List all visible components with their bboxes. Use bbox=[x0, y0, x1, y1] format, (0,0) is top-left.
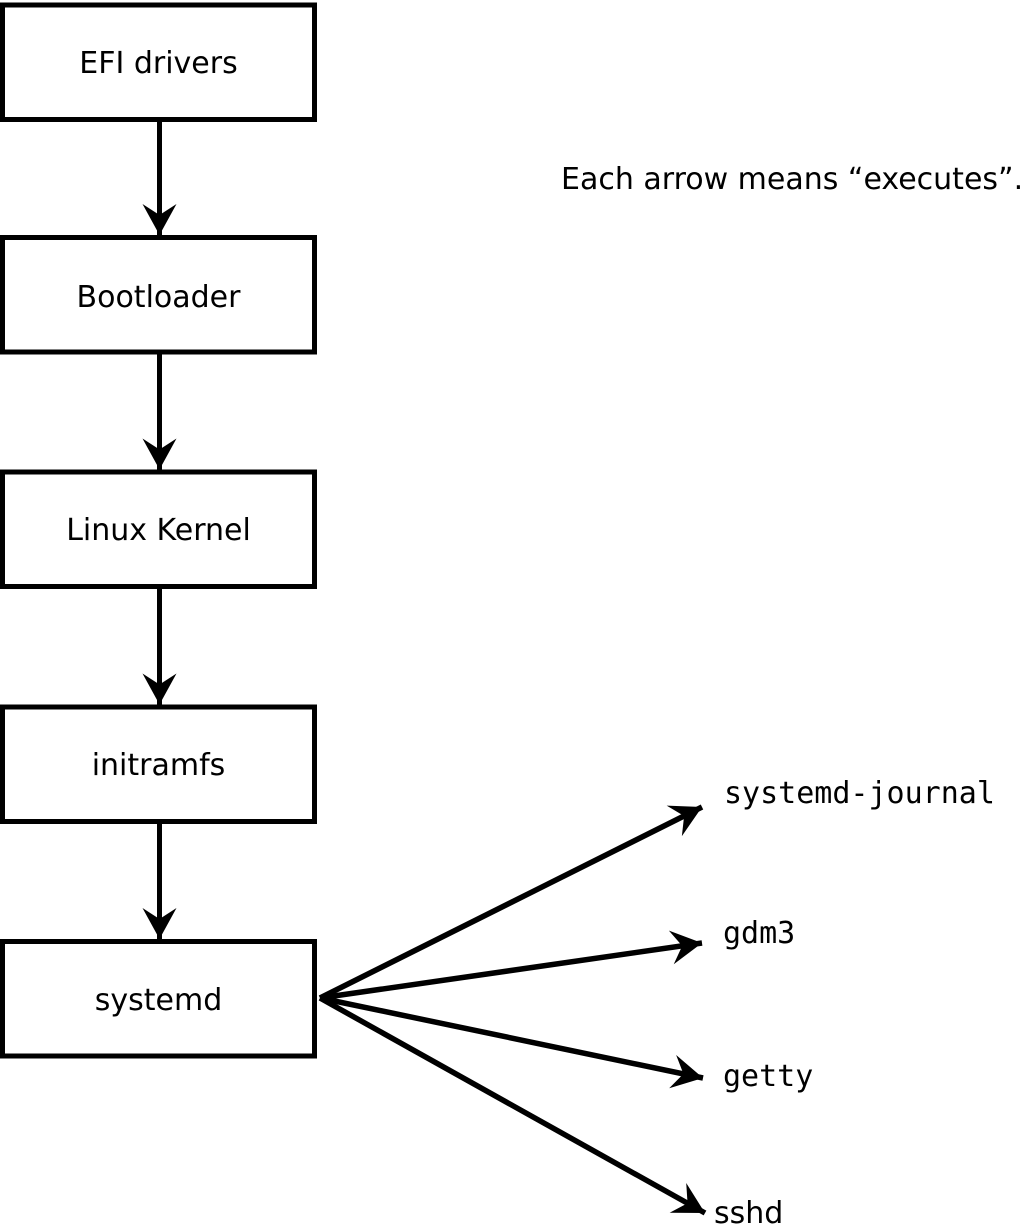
arrow-meaning-note: Each arrow means “executes”. bbox=[561, 162, 1023, 197]
label-gdm3: gdm3 bbox=[723, 916, 795, 951]
box-systemd-rect bbox=[0, 939, 317, 1059]
box-linux-kernel-label: Linux Kernel bbox=[66, 513, 251, 548]
box-efi-drivers-label: EFI drivers bbox=[79, 46, 237, 81]
box-initramfs-rect bbox=[0, 704, 317, 824]
box-systemd: systemd bbox=[0, 939, 317, 1059]
box-efi-drivers-rect bbox=[0, 2, 317, 122]
box-linux-kernel-rect bbox=[0, 469, 317, 589]
box-bootloader: Bootloader bbox=[0, 235, 317, 355]
box-bootloader-rect bbox=[0, 235, 317, 355]
box-efi-drivers: EFI drivers bbox=[0, 2, 317, 122]
arrow-systemd-to-sshd bbox=[318, 995, 707, 1216]
box-bootloader-label: Bootloader bbox=[77, 280, 242, 315]
box-initramfs: initramfs bbox=[0, 704, 317, 824]
arrow-systemd-to-gdm3 bbox=[319, 930, 703, 1001]
arrow-systemd-to-journal bbox=[318, 804, 704, 1001]
label-systemd-journal: systemd-journal bbox=[724, 776, 995, 811]
label-sshd: sshd bbox=[714, 1196, 783, 1230]
box-initramfs-label: initramfs bbox=[92, 748, 226, 783]
label-getty: getty bbox=[723, 1059, 813, 1094]
box-linux-kernel: Linux Kernel bbox=[0, 469, 317, 589]
arrow-systemd-to-getty bbox=[319, 995, 704, 1089]
box-systemd-label: systemd bbox=[95, 983, 223, 1018]
